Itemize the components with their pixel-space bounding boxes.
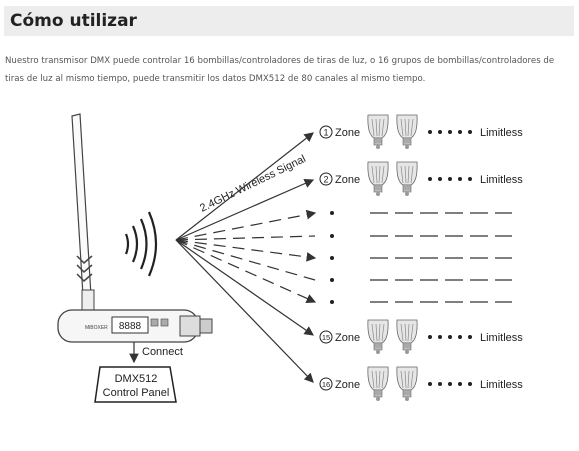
- zone-limit: Limitless: [480, 332, 523, 344]
- zone-row-16: 16 Zone Limitless: [319, 366, 523, 402]
- bulb-icon: [367, 319, 389, 355]
- bulb-icon: [367, 114, 389, 150]
- intermediate-zones: [330, 211, 512, 304]
- wireless-signal-icon: [124, 211, 158, 277]
- zone-number: 1: [323, 128, 328, 138]
- zone-limit: Limitless: [480, 174, 523, 186]
- zone-limit: Limitless: [480, 379, 523, 391]
- dmx-transmitter: MiBOXER 8888: [57, 309, 213, 343]
- section-title: Cómo utilizar: [10, 11, 137, 31]
- zone-limit: Limitless: [480, 127, 523, 139]
- zone-row-15: 15 Zone Limitless: [319, 319, 523, 355]
- svg-text:MiBOXER: MiBOXER: [85, 325, 108, 331]
- zone-number: 15: [322, 333, 330, 342]
- bulb-icon: [396, 319, 418, 355]
- zone-row-1: 1 Zone Limitless: [319, 114, 523, 150]
- signal-lines: [175, 132, 317, 383]
- zone-label: Zone: [335, 127, 360, 139]
- connect-label: Connect: [142, 346, 183, 358]
- panel-line2: Control Panel: [103, 387, 170, 399]
- zone-label: Zone: [335, 174, 360, 186]
- bulb-icon: [396, 114, 418, 150]
- antenna: [71, 113, 95, 313]
- zone-label: Zone: [335, 379, 360, 391]
- bulb-icon: [367, 366, 389, 402]
- bulb-icon: [396, 161, 418, 197]
- display-readout: 8888: [119, 321, 142, 332]
- bulb-icon: [396, 366, 418, 402]
- dmx512-control-panel: DMX512 Control Panel: [94, 366, 177, 403]
- zone-number: 16: [322, 380, 330, 389]
- signal-label: 2.4GHz Wireless Signal: [198, 153, 308, 215]
- section-header: Cómo utilizar: [4, 6, 574, 36]
- zone-number: 2: [323, 175, 328, 185]
- panel-line1: DMX512: [115, 373, 158, 385]
- zone-label: Zone: [335, 332, 360, 344]
- bulb-icon: [367, 161, 389, 197]
- section-description: Nuestro transmisor DMX puede controlar 1…: [5, 55, 555, 84]
- zone-row-2: 2 Zone Limitless: [319, 161, 523, 197]
